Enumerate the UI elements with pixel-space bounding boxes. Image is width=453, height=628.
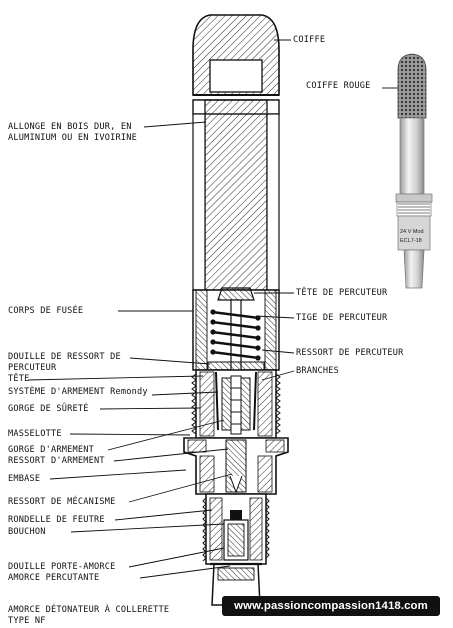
label-embase: EMBASE: [8, 474, 41, 484]
photo-marking-2: ECL7-18: [400, 238, 422, 244]
label-coiffe-rouge: COIFFE ROUGE: [306, 81, 371, 91]
label-branches: BRANCHES: [296, 366, 339, 376]
label-tete-percuteur: TÊTE DE PERCUTEUR: [296, 288, 388, 298]
label-ressort-mecanisme: RESSORT DE MÉCANISME: [8, 497, 116, 507]
label-gorge-armement: GORGE D'ARMEMENT: [8, 445, 94, 455]
label-rondelle: RONDELLE DE FEUTRE: [8, 515, 105, 525]
label-tige-percuteur: TIGE DE PERCUTEUR: [296, 313, 388, 323]
label-allonge-1: ALLONGE EN BOIS DUR, EN: [8, 122, 132, 132]
watermark: www.passioncompassion1418.com: [222, 596, 440, 616]
label-bouchon: BOUCHON: [8, 527, 46, 537]
label-amorce-percutante: AMORCE PERCUTANTE: [8, 573, 100, 583]
label-gorge-surete: GORGE DE SÛRETÉ: [8, 404, 89, 414]
label-douille-porte-amorce: DOUILLE PORTE-AMORCE: [8, 562, 116, 572]
label-douille-1: DOUILLE DE RESSORT DE: [8, 352, 121, 362]
label-amorce-detonateur-1: AMORCE DÉTONATEUR À COLLERETTE: [8, 605, 170, 615]
label-corps: CORPS DE FUSÉE: [8, 306, 84, 316]
label-douille-2: PERCUTEUR: [8, 363, 57, 373]
label-ressort-percuteur: RESSORT DE PERCUTEUR: [296, 348, 404, 358]
label-systeme: SYSTÈME D'ARMEMENT Remondy: [8, 387, 148, 397]
label-coiffe: COIFFE: [293, 35, 326, 45]
label-amorce-detonateur-2: TYPE NF: [8, 616, 46, 626]
label-tete: TÊTE: [8, 374, 30, 384]
photo-marking-1: 24 V Mod: [400, 229, 424, 235]
label-masselotte: MASSELOTTE: [8, 429, 62, 439]
label-ressort-armement: RESSORT D'ARMEMENT: [8, 456, 105, 466]
label-allonge-2: ALUMINIUM OU EN IVOIRINE: [8, 133, 137, 143]
